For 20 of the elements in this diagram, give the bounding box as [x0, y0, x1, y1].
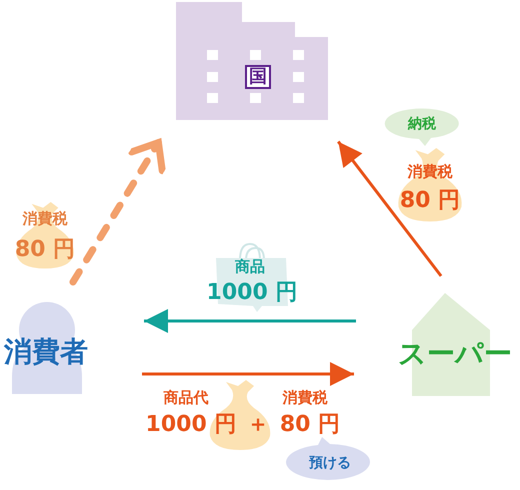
text-label: 商品: [235, 260, 265, 274]
node-label: 消費者: [4, 338, 88, 366]
text-label: 預ける: [309, 456, 351, 470]
arrow: [70, 139, 166, 286]
text-label: 納税: [408, 117, 436, 131]
text-label: ＋: [247, 414, 269, 436]
text-label: 消費税: [408, 164, 452, 180]
text-label: 1000 円: [146, 414, 236, 436]
text-label: 80 円: [400, 190, 460, 212]
text-label: 消費税: [282, 390, 328, 406]
arrow: [144, 308, 356, 333]
text-label: 80 円: [14, 239, 76, 261]
arrow: [337, 140, 442, 277]
arrow: [142, 362, 354, 386]
node-label: スーパー: [398, 340, 512, 368]
text-label: 消費税: [22, 212, 68, 226]
node-label: 国: [245, 65, 271, 89]
text-label: 1000 円: [206, 282, 298, 304]
text-label: 80 円: [280, 414, 340, 436]
text-label: 商品代: [164, 390, 208, 406]
